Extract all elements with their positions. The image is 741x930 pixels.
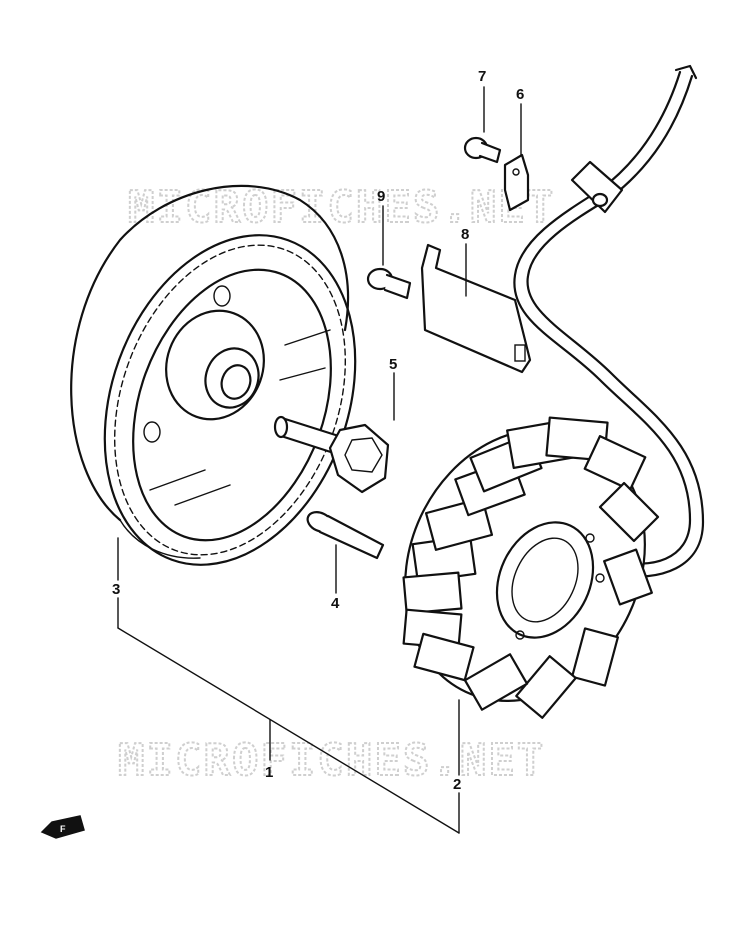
callout-6: 6 (516, 86, 524, 103)
callout-1: 1 (265, 764, 273, 781)
callout-5: 5 (389, 356, 397, 373)
callout-4: 4 (331, 595, 340, 612)
ground-screw (463, 136, 502, 164)
watermark-bottom: MICROFICHES.NET (118, 735, 545, 786)
leader-lines (117, 86, 522, 834)
front-arrow-icon: F (40, 815, 85, 839)
callout-7: 7 (478, 68, 486, 85)
front-marker-label: F (60, 824, 66, 834)
callout-2: 2 (453, 776, 461, 793)
wire-clamp-tab (503, 153, 530, 212)
stator-wire-harness (513, 64, 705, 578)
rotor-bolt (273, 415, 390, 494)
clamp-screw (366, 267, 412, 300)
watermark-top: MICROFICHES.NET (128, 182, 555, 233)
callout-9: 9 (377, 188, 385, 205)
callout-3: 3 (112, 581, 120, 598)
stator-screw (306, 511, 385, 560)
callout-8: 8 (461, 226, 469, 243)
wire-clamp-plate (420, 243, 532, 374)
stator-assembly (402, 416, 660, 719)
flywheel-rotor (70, 184, 357, 566)
